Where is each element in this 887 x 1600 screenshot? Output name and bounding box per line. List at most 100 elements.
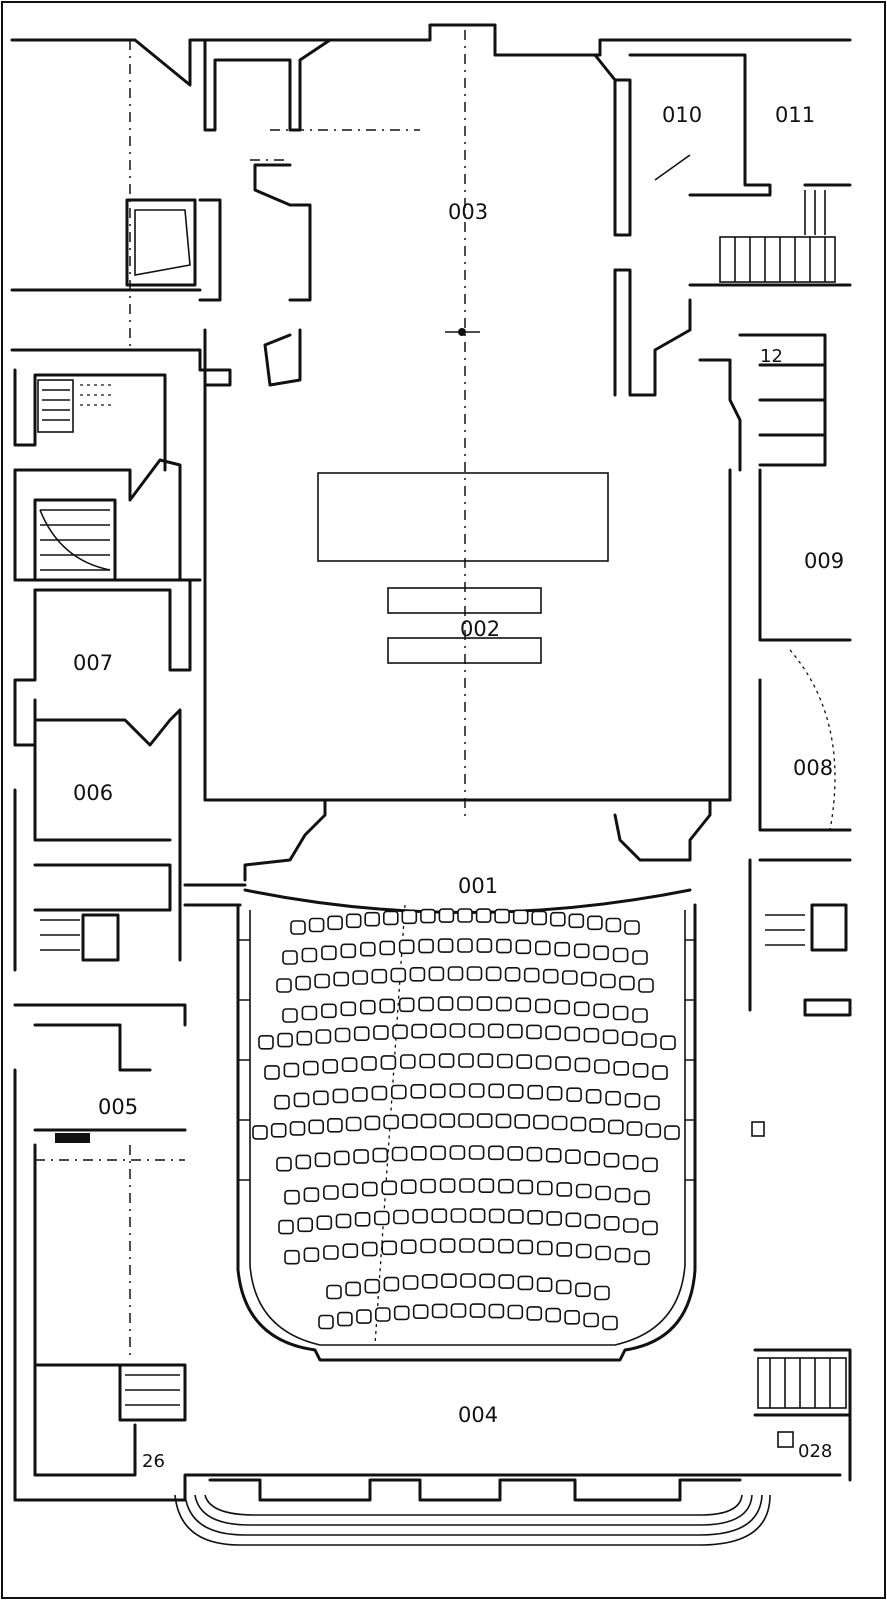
seat <box>622 1155 639 1170</box>
room-label-007: 007 <box>73 651 113 675</box>
seat <box>457 996 473 1011</box>
seat <box>565 1149 581 1164</box>
seat <box>340 943 357 959</box>
seat <box>573 1001 590 1017</box>
seat <box>410 1146 427 1161</box>
seat <box>393 1209 409 1225</box>
seat <box>554 941 571 957</box>
seat <box>478 1178 495 1193</box>
seat <box>485 966 502 982</box>
seat <box>449 1083 466 1098</box>
seat <box>594 1285 610 1301</box>
seat <box>642 1220 658 1236</box>
seat <box>340 1001 357 1017</box>
seat <box>551 1115 568 1131</box>
seat <box>545 1025 561 1041</box>
seat <box>327 1118 343 1133</box>
seat <box>352 970 369 985</box>
seat <box>412 1304 429 1319</box>
seat <box>575 1183 592 1199</box>
seat <box>583 1312 599 1328</box>
seat <box>585 1089 602 1104</box>
seat <box>295 975 311 991</box>
seat <box>313 1090 329 1106</box>
room-label-001: 001 <box>458 874 498 898</box>
seat <box>479 1273 495 1289</box>
seat <box>498 1274 515 1289</box>
seat <box>430 1145 446 1161</box>
seat <box>418 996 434 1012</box>
seat <box>420 908 436 924</box>
seat <box>441 1273 457 1288</box>
seat <box>431 1303 448 1319</box>
seat <box>303 1247 320 1262</box>
seat <box>584 1151 601 1166</box>
seat <box>283 1062 300 1078</box>
seat <box>438 1053 455 1068</box>
seat <box>447 966 464 981</box>
seat <box>323 1245 339 1260</box>
seat <box>466 966 483 981</box>
seat <box>468 1023 485 1038</box>
seat <box>526 1306 543 1321</box>
seat <box>508 1209 524 1224</box>
seat <box>515 997 532 1013</box>
right-side-rooms <box>628 53 852 1482</box>
seat <box>634 1250 650 1266</box>
seat <box>289 1121 306 1136</box>
seat <box>468 1145 485 1160</box>
seat <box>341 1057 358 1072</box>
seat <box>555 1056 571 1071</box>
seat <box>402 1275 419 1290</box>
stage-house-walls <box>10 23 852 882</box>
seat <box>565 1212 582 1228</box>
seat <box>614 1187 631 1203</box>
seat <box>380 1055 397 1070</box>
seat <box>295 1154 312 1170</box>
seat <box>536 1240 553 1256</box>
seat <box>373 1025 389 1040</box>
seat <box>632 1063 649 1078</box>
seat <box>293 1092 310 1108</box>
seat <box>270 1123 287 1138</box>
seat <box>476 938 493 953</box>
seat <box>534 998 551 1014</box>
seat <box>345 1116 362 1132</box>
seat <box>589 1118 605 1133</box>
seat <box>469 1303 486 1318</box>
seat <box>546 1211 563 1226</box>
seat <box>624 1093 641 1108</box>
seat <box>645 1123 662 1138</box>
seat <box>612 947 629 963</box>
seat <box>523 967 540 983</box>
seat <box>398 997 415 1013</box>
seat <box>342 1243 359 1258</box>
seat <box>487 1023 504 1039</box>
seat <box>498 1238 514 1254</box>
seat <box>545 1148 562 1163</box>
seat <box>450 1303 467 1318</box>
seat <box>488 1083 505 1099</box>
seat <box>469 1208 486 1223</box>
seat <box>345 913 362 929</box>
seat <box>526 1024 542 1040</box>
seat <box>409 966 426 982</box>
seat <box>379 998 396 1014</box>
seat <box>587 915 603 931</box>
seat <box>383 1276 400 1292</box>
seat <box>303 1187 320 1202</box>
seat <box>282 950 298 965</box>
seat <box>371 1085 388 1101</box>
seat <box>584 1214 601 1229</box>
seat <box>352 1087 368 1102</box>
seat <box>475 908 492 923</box>
seat <box>297 1217 314 1233</box>
seat <box>632 950 648 965</box>
seat <box>595 1185 611 1201</box>
seat <box>526 1146 543 1162</box>
seat <box>315 1029 332 1044</box>
seat <box>494 908 510 924</box>
seat <box>308 1119 325 1135</box>
seat <box>507 1023 523 1039</box>
